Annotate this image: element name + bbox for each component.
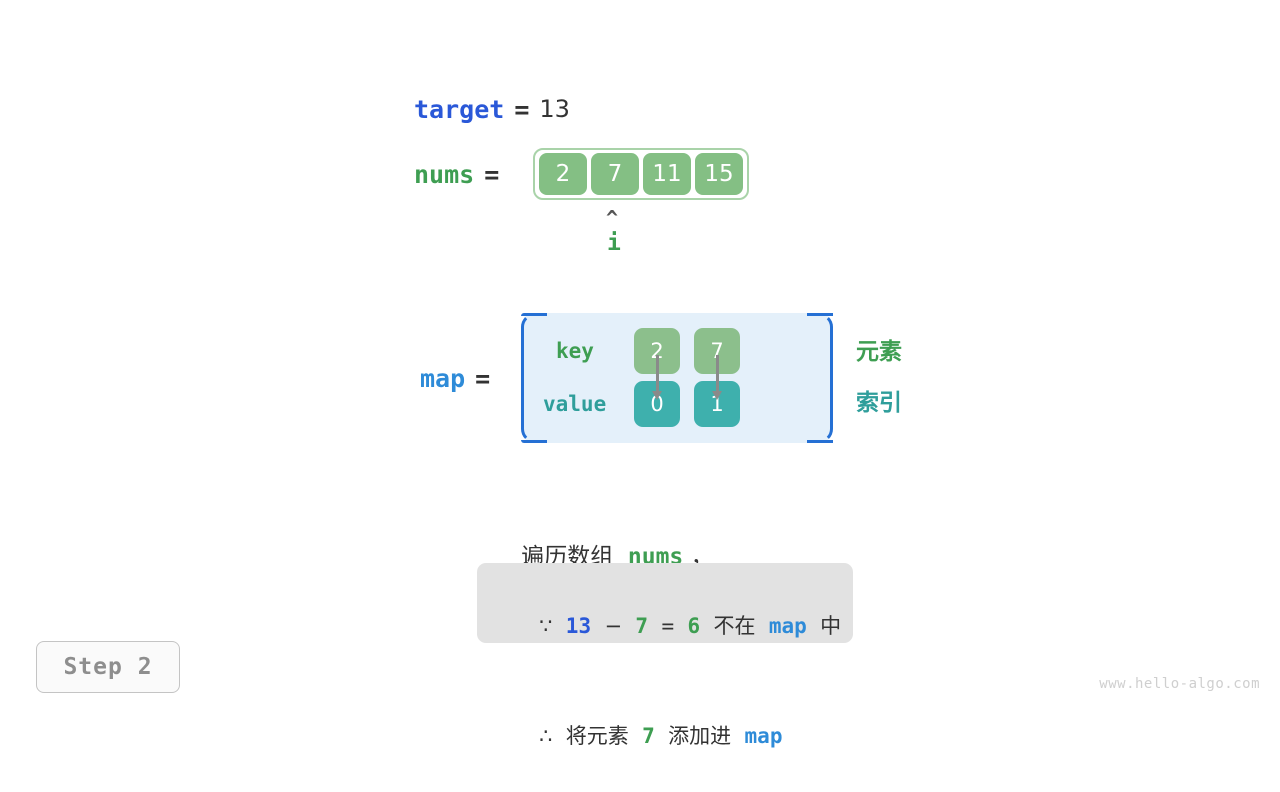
array-cell-0: 2 bbox=[539, 153, 587, 195]
nums-equals-sign: = bbox=[484, 159, 500, 189]
because-symbol-icon: ∵ bbox=[539, 613, 553, 638]
line2-action: 添加进 bbox=[668, 724, 732, 748]
illustration-canvas: target = 13 nums = 2 7 11 15 ^ i map = k… bbox=[36, 92, 1260, 748]
explanation-box: ∵ 13 − 7 = 6 不在 map 中 ∴ 将元素 7 添加进 map bbox=[477, 563, 853, 748]
map-side-label-element: 元素 bbox=[856, 339, 902, 365]
nums-array-container: 2 7 11 15 bbox=[533, 148, 749, 200]
target-value: 13 bbox=[539, 95, 570, 123]
line2-value: 7 bbox=[642, 724, 655, 748]
map-side-label-index: 索引 bbox=[856, 390, 902, 416]
line2-text: 将元素 bbox=[565, 724, 629, 748]
index-pointer-label: i bbox=[607, 230, 621, 256]
map-bracket-corner-bottom-right bbox=[807, 440, 833, 443]
map-mapping-arrow-icon-1 bbox=[712, 355, 722, 400]
target-equals-sign: = bbox=[514, 94, 530, 124]
map-row-label-value: value bbox=[543, 392, 607, 416]
target-declaration: target = 13 bbox=[414, 92, 570, 126]
line1-tail: 中 bbox=[820, 613, 842, 638]
nums-declaration: nums = bbox=[414, 157, 509, 191]
explanation-line-1: ∵ 13 − 7 = 6 不在 map 中 bbox=[499, 571, 841, 681]
line2-map-ref: map bbox=[744, 724, 783, 748]
line1-minus-sign: − bbox=[604, 613, 623, 638]
line1-map-ref: map bbox=[768, 613, 807, 638]
explanation-line-2: ∴ 将元素 7 添加进 map bbox=[499, 681, 831, 791]
array-cell-3: 15 bbox=[695, 153, 743, 195]
array-cell-1: 7 bbox=[591, 153, 639, 195]
line1-operand-b: 7 bbox=[635, 613, 649, 638]
target-variable-name: target bbox=[414, 94, 505, 124]
map-row-label-key: key bbox=[556, 339, 594, 363]
map-declaration: map = bbox=[420, 361, 500, 395]
map-key-cell-1: 7 bbox=[694, 328, 740, 374]
array-cell-2: 11 bbox=[643, 153, 691, 195]
nums-variable-name: nums bbox=[414, 159, 475, 189]
map-variable-name: map bbox=[420, 363, 466, 393]
step-badge: Step 2 bbox=[36, 641, 180, 693]
watermark: www.hello-algo.com bbox=[1099, 676, 1260, 692]
therefore-symbol-icon: ∴ bbox=[539, 724, 553, 748]
map-mapping-arrow-icon-0 bbox=[652, 355, 662, 400]
line1-result: 6 bbox=[687, 613, 701, 638]
map-equals-sign: = bbox=[475, 363, 491, 393]
line1-text: 不在 bbox=[713, 613, 756, 638]
line1-equals-sign: = bbox=[661, 613, 675, 638]
map-bracket-corner-top-right bbox=[807, 313, 833, 316]
line1-operand-a: 13 bbox=[565, 613, 592, 638]
index-pointer-caret-icon: ^ bbox=[606, 206, 619, 230]
